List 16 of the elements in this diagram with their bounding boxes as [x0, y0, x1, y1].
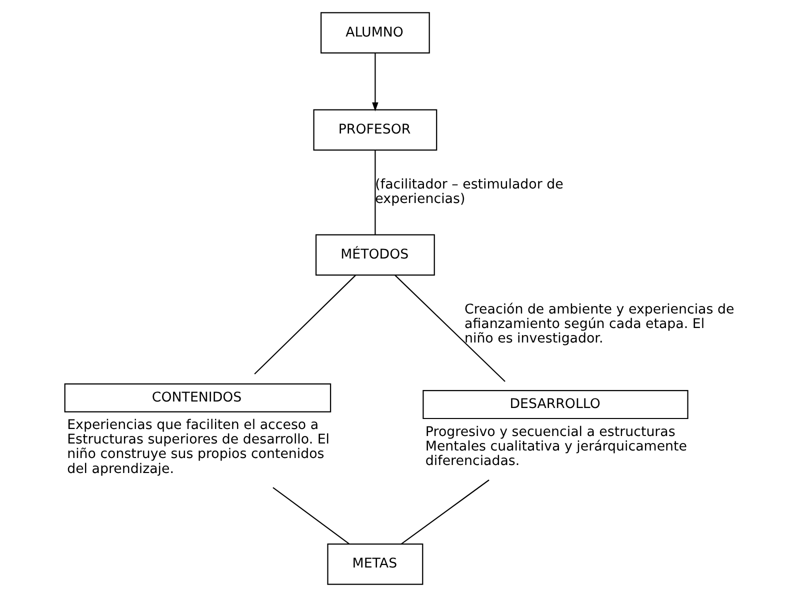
edge-label: Creación de ambiente y experiencias de afianzamiento según cada etapa. El niño es investigador.: [464, 302, 734, 347]
node-box: METAS: [327, 544, 424, 585]
arrow: [372, 53, 378, 112]
connector: [254, 274, 356, 374]
node-label: Experiencias que faciliten el acceso a Estructuras superiores de desarrollo. El niño construye sus propios contenidos del aprendizaje.: [67, 418, 330, 477]
connector: [400, 480, 490, 545]
node-box: DESARROLLO: [422, 390, 688, 420]
node-box: MÉTODOS: [315, 234, 435, 276]
connector: [272, 487, 350, 544]
edge-label: (facilitador – estimulador de experiencias): [375, 178, 564, 208]
node-box: ALUMNO: [320, 12, 430, 54]
node-box: CONTENIDOS: [64, 383, 332, 412]
node-box: PROFESOR: [313, 109, 438, 151]
connector: [394, 274, 506, 382]
connector: [374, 150, 376, 235]
node-label: Progresivo y secuencial a estructuras Mentales cualitativa y jerárquicamente diferenciadas.: [425, 424, 688, 469]
